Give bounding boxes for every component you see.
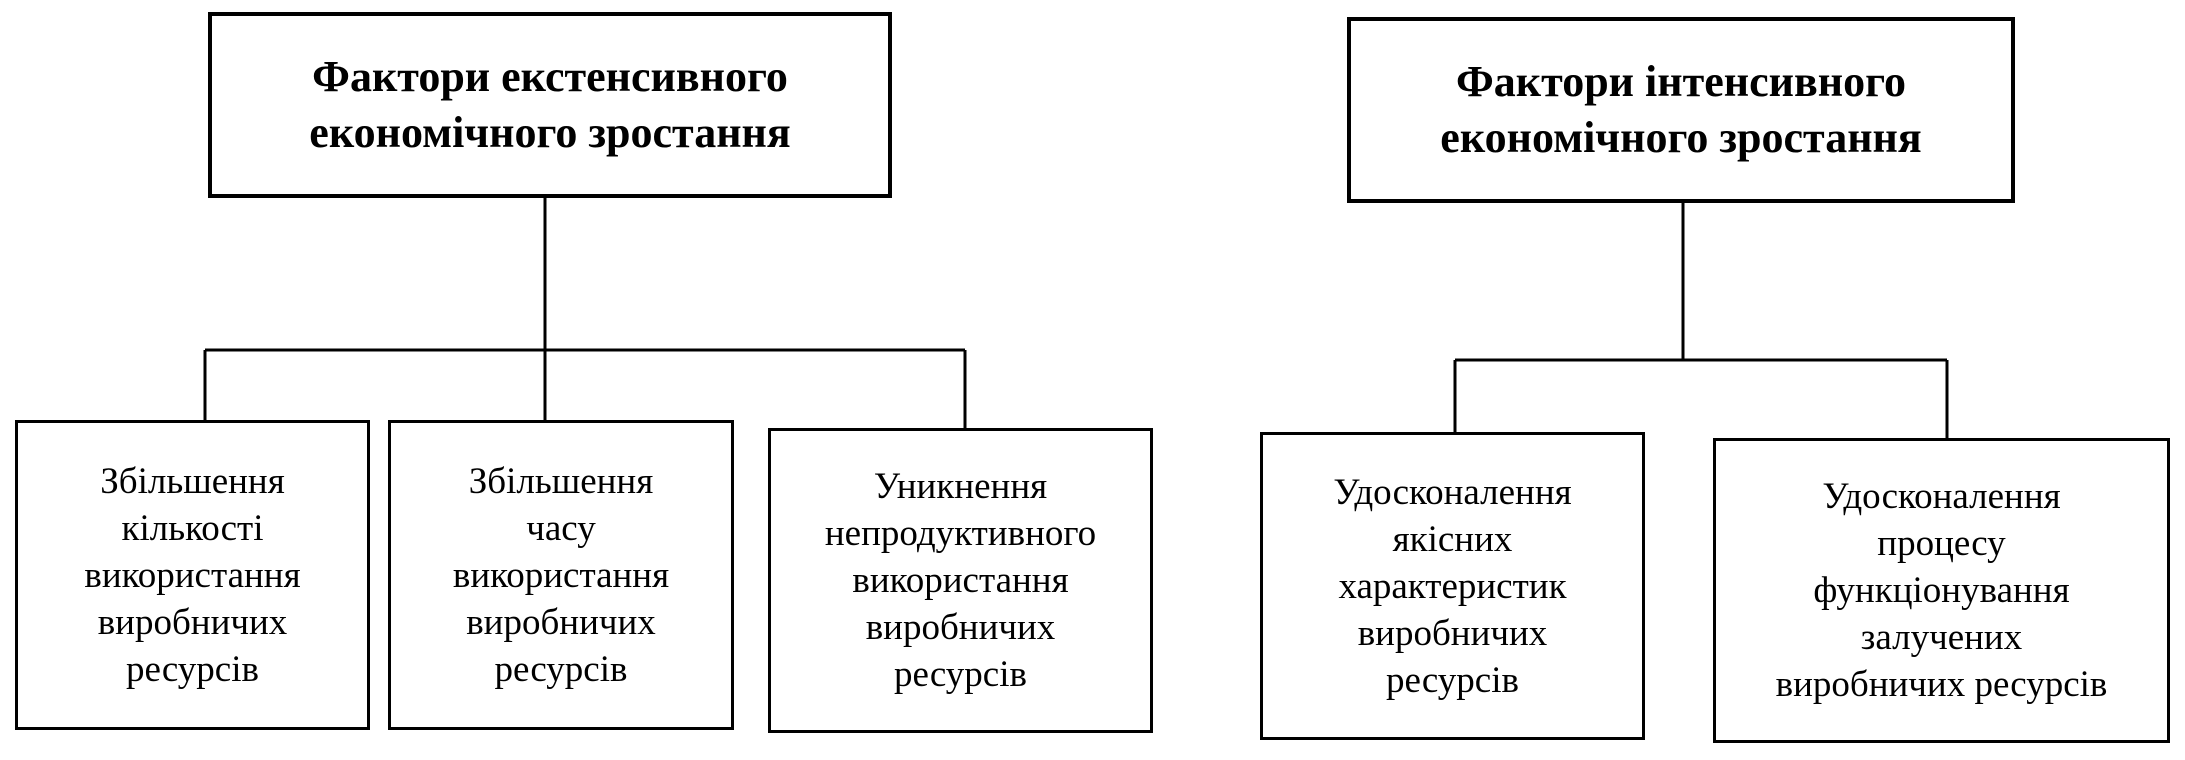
factor-box-process: Удосконалення процесу функціонування зал… — [1713, 438, 2170, 743]
intensive-factors-title: Фактори інтенсивного економічного зроста… — [1440, 57, 1922, 162]
factor-text-unproductive: Уникнення непродуктивного використання в… — [824, 466, 1097, 695]
extensive-factors-box: Фактори екстенсивного економічного зрост… — [208, 12, 892, 198]
factor-text-quality: Удосконалення якісних характеристик виро… — [1333, 471, 1572, 701]
factor-text-quantity: Збільшення кількості використання виробн… — [84, 460, 301, 690]
factor-box-quality: Удосконалення якісних характеристик виро… — [1260, 432, 1645, 740]
extensive-factors-title: Фактори екстенсивного економічного зрост… — [309, 52, 791, 157]
factor-text-time: Збільшення часу використання виробничих … — [452, 460, 670, 690]
factor-text-process: Удосконалення процесу функціонування зал… — [1775, 476, 2108, 705]
factor-box-quantity: Збільшення кількості використання виробн… — [15, 420, 370, 730]
intensive-factors-box: Фактори інтенсивного економічного зроста… — [1347, 17, 2015, 203]
factor-box-time: Збільшення часу використання виробничих … — [388, 420, 734, 730]
factor-box-unproductive: Уникнення непродуктивного використання в… — [768, 428, 1153, 733]
